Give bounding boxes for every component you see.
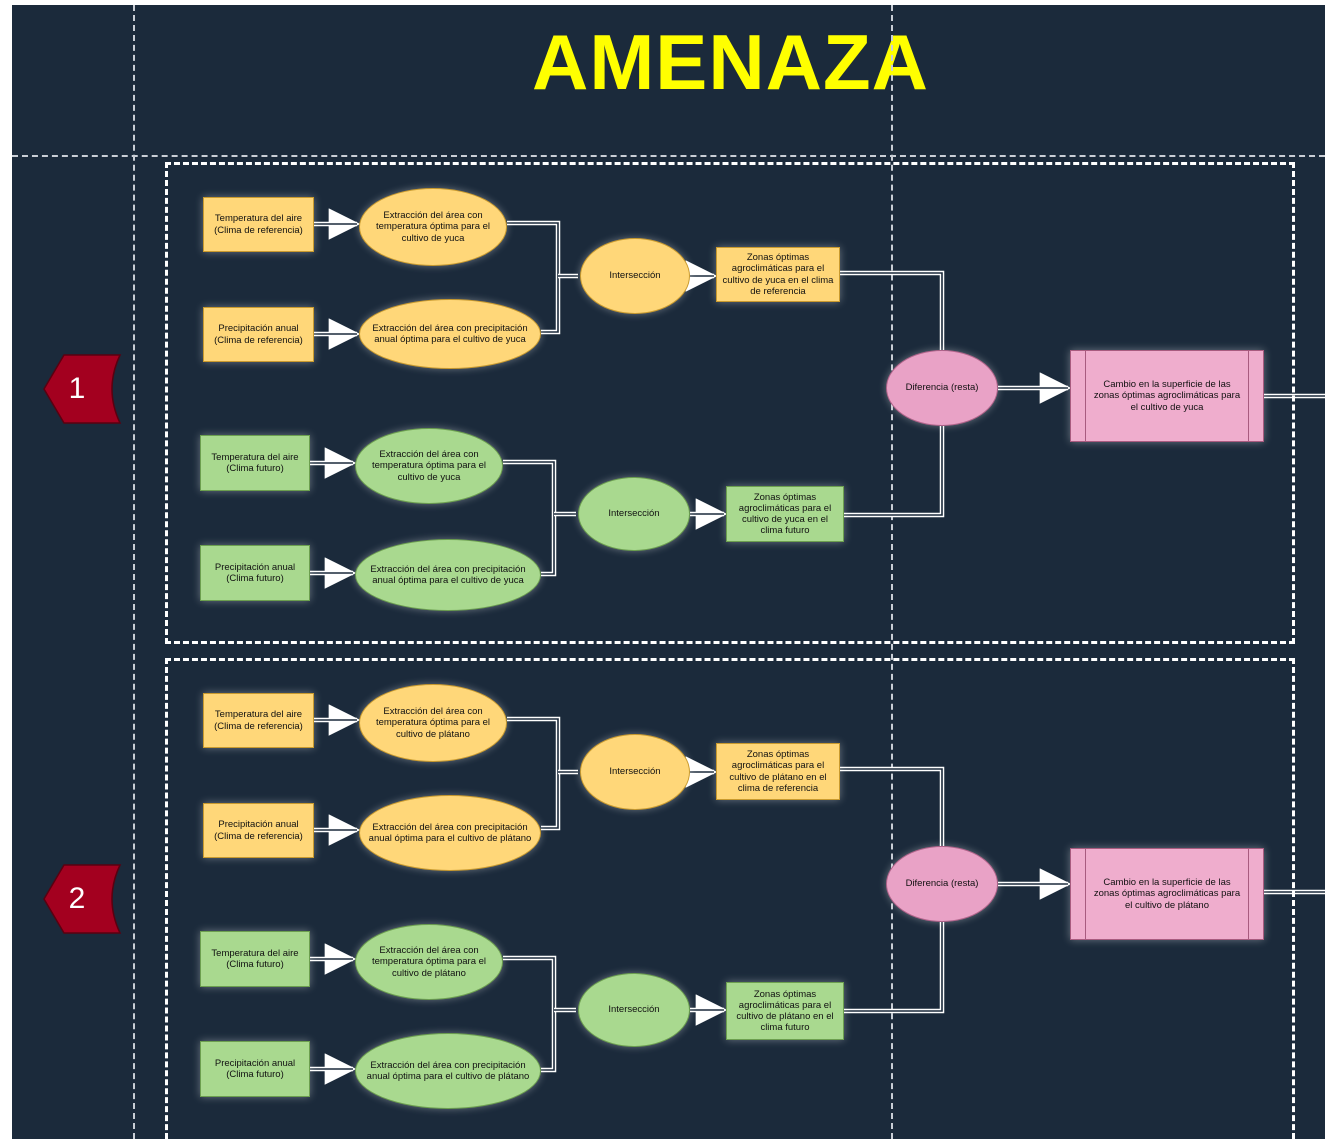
section-2-panel [165,658,1295,1139]
s1-ref-optimal-zones[interactable]: Zonas óptimas agroclimáticas para el cul… [716,247,840,302]
s1-ref-temperature-input[interactable]: Temperatura del aire (Clima de referenci… [203,197,314,252]
s2-ref-temperature-extraction[interactable]: Extracción del área con temperatura ópti… [359,684,507,762]
s1-fut-intersection[interactable]: Intersección [578,477,690,551]
s1-ref-precipitation-extraction[interactable]: Extracción del área con precipitación an… [359,299,541,369]
s1-difference[interactable]: Diferencia (resta) [886,350,998,426]
s2-fut-intersection[interactable]: Intersección [578,973,690,1047]
section-1-panel [165,162,1295,644]
s1-result-process[interactable]: Cambio en la superficie de las zonas ópt… [1070,350,1264,442]
s2-result-process[interactable]: Cambio en la superficie de las zonas ópt… [1070,848,1264,940]
s2-ref-optimal-zones[interactable]: Zonas óptimas agroclimáticas para el cul… [716,743,840,800]
s1-ref-temperature-extraction[interactable]: Extracción del área con temperatura ópti… [359,188,507,266]
diagram-title: AMENAZA [532,18,929,106]
section-2-number: 2 [68,882,86,915]
s1-fut-optimal-zones[interactable]: Zonas óptimas agroclimáticas para el cul… [726,486,844,542]
s1-result-label: Cambio en la superficie de las zonas ópt… [1093,379,1241,413]
s2-fut-temperature-input[interactable]: Temperatura del aire (Clima futuro) [200,931,310,987]
s2-fut-temperature-extraction[interactable]: Extracción del área con temperatura ópti… [355,924,503,1000]
s2-ref-temperature-input[interactable]: Temperatura del aire (Clima de referenci… [203,693,314,748]
s2-ref-precipitation-input[interactable]: Precipitación anual (Clima de referencia… [203,803,314,858]
lane-divider-middle [891,5,893,1139]
section-1-badge: 1 [42,353,122,430]
s1-connector-2-core [503,461,555,575]
s2-ref-precipitation-extraction[interactable]: Extracción del área con precipitación an… [359,795,541,871]
s1-ref-intersection[interactable]: Intersección [580,238,690,314]
s1-fut-temperature-extraction[interactable]: Extracción del área con temperatura ópti… [355,428,503,504]
connector-lines [310,208,1325,1085]
s2-fut-optimal-zones[interactable]: Zonas óptimas agroclimáticas para el cul… [726,982,844,1040]
section-2-badge: 2 [42,863,122,940]
lane-divider-left [133,5,135,1139]
s2-fut-precipitation-input[interactable]: Precipitación anual (Clima futuro) [200,1041,310,1097]
s1-connector-5-core [844,426,943,516]
s2-difference[interactable]: Diferencia (resta) [886,846,998,922]
s2-ref-intersection[interactable]: Intersección [580,734,690,810]
s1-fut-temperature-input[interactable]: Temperatura del aire (Clima futuro) [200,435,310,491]
s1-fut-precipitation-input[interactable]: Precipitación anual (Clima futuro) [200,545,310,601]
s2-fut-precipitation-extraction[interactable]: Extracción del área con precipitación an… [355,1033,541,1109]
s2-connector-2-core [503,957,555,1071]
header-divider [12,155,1325,157]
s2-connector-4-core [840,768,943,846]
s2-result-label: Cambio en la superficie de las zonas ópt… [1093,877,1241,911]
section-1-number: 1 [68,372,86,405]
diagram-canvas: AMENAZA 1 Temperatura del aire (Clima de… [12,5,1325,1139]
s1-ref-precipitation-input[interactable]: Precipitación anual (Clima de referencia… [203,307,314,362]
s2-connector-5-core [844,922,943,1012]
s1-connector-4-core [840,272,943,350]
s1-fut-precipitation-extraction[interactable]: Extracción del área con precipitación an… [355,539,541,611]
